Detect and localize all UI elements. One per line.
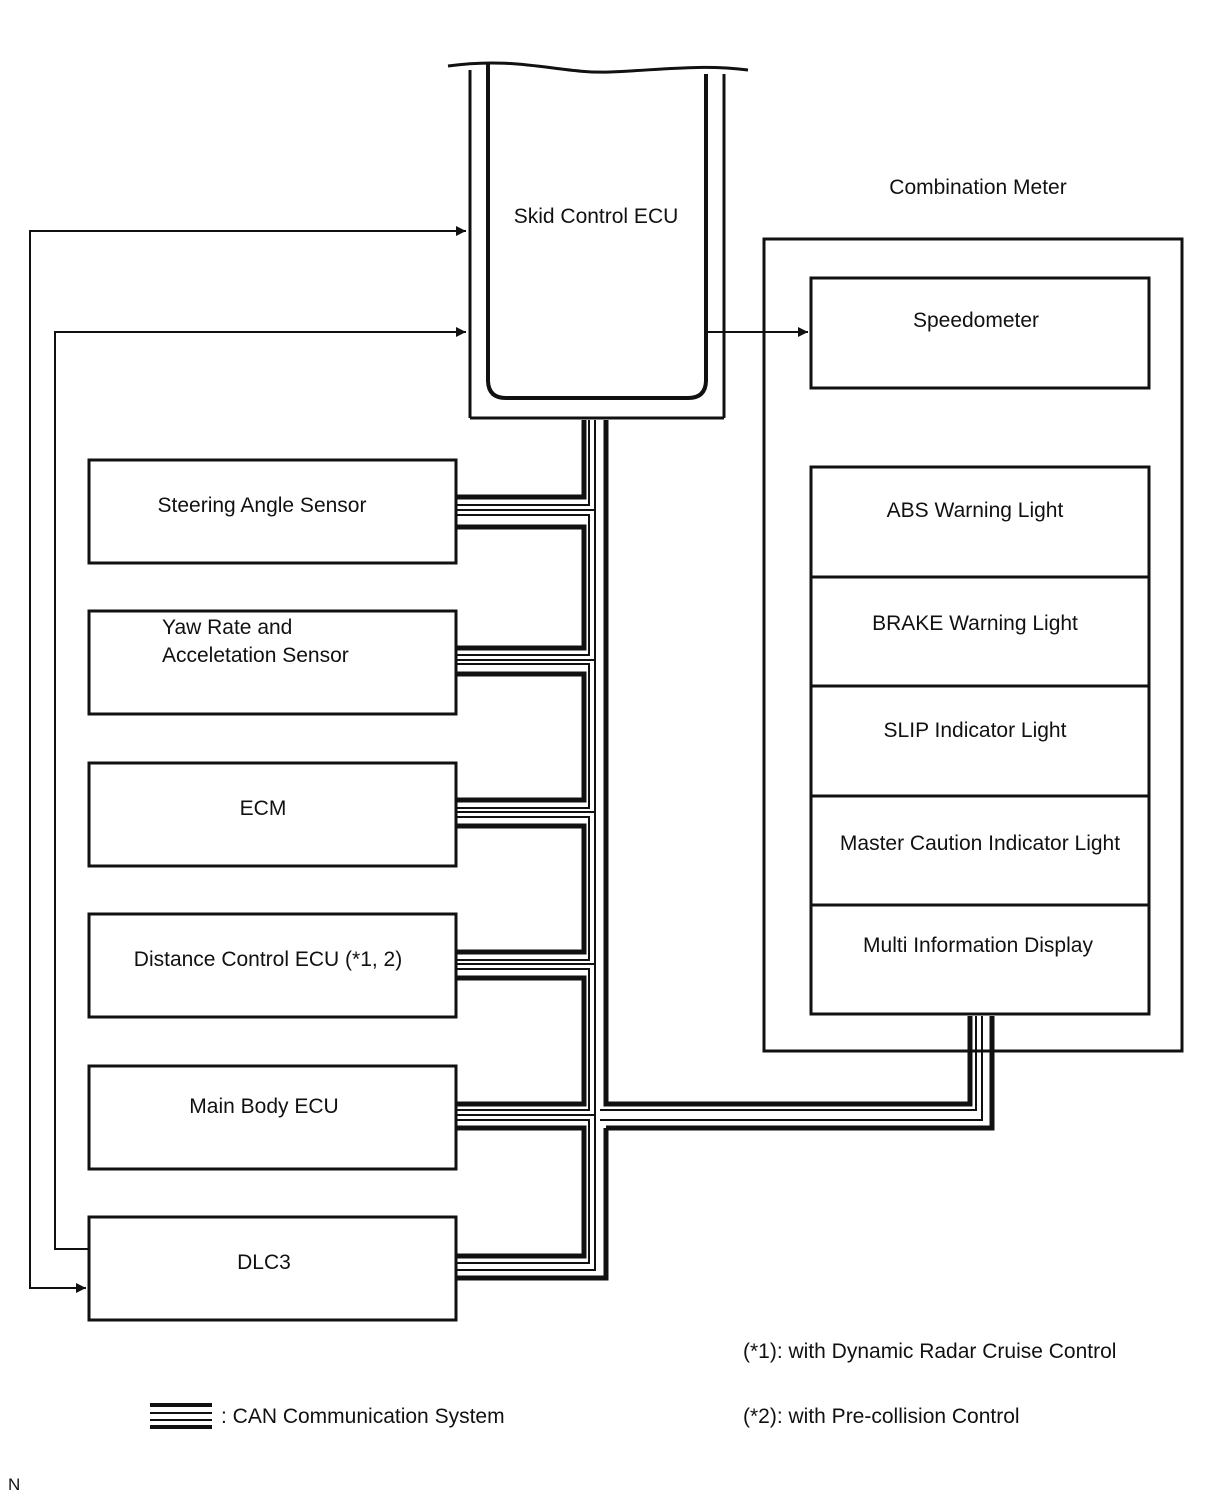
- can-legend-label: : CAN Communication System: [221, 1405, 505, 1428]
- signal-arrows: [29, 226, 808, 1293]
- left-modules: Steering Angle Sensor Yaw Rate and Accel…: [87, 458, 458, 1322]
- note-1: (*1): with Dynamic Radar Cruise Control: [743, 1340, 1116, 1363]
- abs-warning-light: ABS Warning Light: [887, 499, 1064, 522]
- can-bus: [456, 420, 995, 1281]
- multi-information-display: Multi Information Display: [863, 934, 1093, 957]
- yaw-rate-sensor-box: [87, 609, 458, 716]
- slip-indicator-light: SLIP Indicator Light: [884, 719, 1067, 742]
- dlc3-label: DLC3: [237, 1251, 291, 1274]
- distance-control-ecu-label: Distance Control ECU (*1, 2): [134, 948, 402, 971]
- combination-meter-title: Combination Meter: [889, 176, 1066, 199]
- speedometer-label: Speedometer: [913, 309, 1039, 332]
- arrow-to-skid-ecu-lower: [54, 327, 466, 1250]
- yaw-rate-sensor-label-line2: Acceletation Sensor: [162, 644, 349, 667]
- brake-warning-light: BRAKE Warning Light: [872, 612, 1078, 635]
- indicator-light-panel: [809, 465, 1151, 1016]
- main-body-ecu-label: Main Body ECU: [189, 1095, 338, 1118]
- steering-angle-sensor-box: [87, 458, 458, 565]
- distance-control-ecu-box: [87, 912, 458, 1019]
- yaw-rate-sensor-label-line1: Yaw Rate and: [162, 616, 292, 639]
- ecm-box: [87, 761, 458, 868]
- corner-mark: N: [8, 1475, 20, 1494]
- note-2: (*2): with Pre-collision Control: [743, 1405, 1020, 1428]
- ecm-label: ECM: [240, 797, 287, 820]
- steering-angle-sensor-label: Steering Angle Sensor: [158, 494, 367, 517]
- can-line-legend-icon: [150, 1403, 212, 1429]
- speedometer-box: [809, 276, 1151, 390]
- main-body-ecu-box: [87, 1064, 458, 1171]
- skid-control-ecu-label: Skid Control ECU: [514, 205, 679, 228]
- master-caution-indicator-light: Master Caution Indicator Light: [840, 832, 1120, 855]
- dlc3-box: [87, 1215, 458, 1322]
- legend: : CAN Communication System: [150, 1403, 505, 1429]
- skid-control-ecu: Skid Control ECU: [447, 61, 749, 420]
- combination-meter: Combination Meter Speedometer ABS Warnin…: [762, 176, 1184, 1053]
